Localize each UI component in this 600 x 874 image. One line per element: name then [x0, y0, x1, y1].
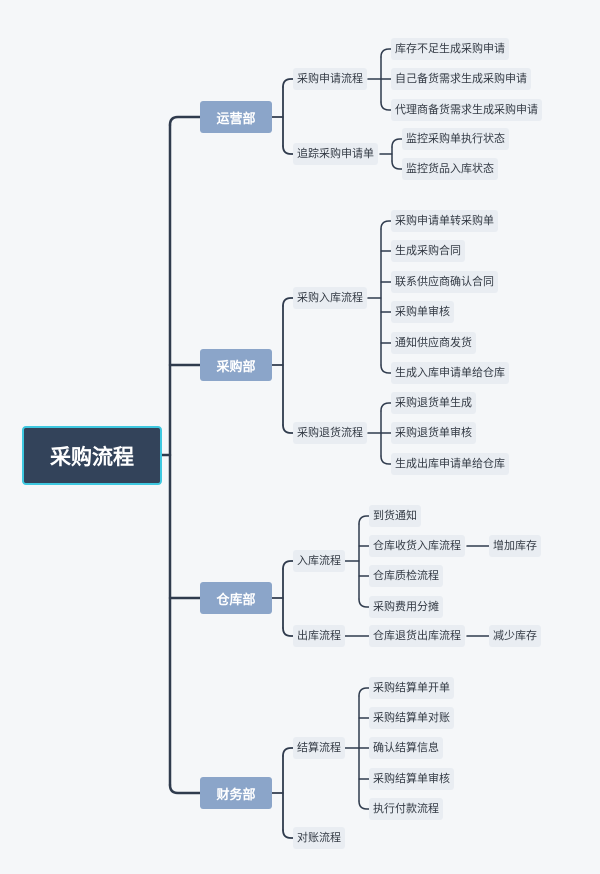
connector-line: [168, 783, 202, 795]
step-node[interactable]: 生成采购合同: [391, 240, 465, 262]
connector-line: [358, 687, 370, 697]
step-node[interactable]: 采购单审核: [391, 301, 454, 323]
step-node[interactable]: 生成出库申请单给仓库: [391, 453, 509, 475]
step-node[interactable]: 仓库收货入库流程: [369, 535, 465, 557]
step-node[interactable]: 采购结算单审核: [369, 768, 454, 790]
connector-line: [168, 115, 202, 127]
step-node[interactable]: 采购结算单对账: [369, 707, 454, 729]
process-purchase-request[interactable]: 采购申请流程: [293, 68, 367, 90]
step-node[interactable]: 执行付款流程: [369, 798, 443, 820]
connector-line: [391, 138, 403, 148]
process-reconciliation[interactable]: 对账流程: [293, 827, 345, 849]
connector-line: [282, 560, 294, 570]
connector-line: [380, 455, 392, 465]
step-node[interactable]: 通知供应商发货: [391, 332, 476, 354]
connector-line: [282, 424, 294, 434]
connector-line: [282, 747, 294, 757]
step-node[interactable]: 仓库退货出库流程: [369, 625, 465, 647]
step-node[interactable]: 确认结算信息: [369, 737, 443, 759]
connector-line: [282, 78, 294, 88]
step-node[interactable]: 采购退货单审核: [391, 422, 476, 444]
root-node[interactable]: 采购流程: [22, 426, 162, 485]
process-purchase-return[interactable]: 采购退货流程: [293, 422, 367, 444]
step-node[interactable]: 监控货品入库状态: [402, 158, 498, 180]
connector-line: [380, 101, 392, 111]
connector-line: [380, 48, 392, 58]
step-node[interactable]: 采购退货单生成: [391, 392, 476, 414]
step-node[interactable]: 采购结算单开单: [369, 677, 454, 699]
connector-line: [282, 627, 294, 637]
connector-line: [358, 515, 370, 525]
connector-line: [358, 800, 370, 810]
step-node[interactable]: 联系供应商确认合同: [391, 271, 498, 293]
step-node[interactable]: 生成入库申请单给仓库: [391, 362, 509, 384]
connector-line: [391, 160, 403, 170]
step-node[interactable]: 监控采购单执行状态: [402, 128, 509, 150]
connector-line: [358, 598, 370, 608]
connector-line: [282, 297, 294, 307]
step-node[interactable]: 自己备货需求生成采购申请: [391, 68, 531, 90]
connector-line: [282, 145, 294, 155]
step-node[interactable]: 采购申请单转采购单: [391, 210, 498, 232]
connector-line: [282, 829, 294, 839]
step-node[interactable]: 库存不足生成采购申请: [391, 38, 509, 60]
connector-line: [380, 402, 392, 412]
process-outbound[interactable]: 出库流程: [293, 625, 345, 647]
dept-purchasing[interactable]: 采购部: [200, 349, 272, 381]
process-inbound[interactable]: 入库流程: [293, 550, 345, 572]
connector-line: [380, 220, 392, 230]
process-purchase-inbound[interactable]: 采购入库流程: [293, 287, 367, 309]
outbound-result-node[interactable]: 减少库存: [489, 625, 541, 647]
step-node[interactable]: 采购费用分摊: [369, 596, 443, 618]
step-node[interactable]: 代理商备货需求生成采购申请: [391, 99, 542, 121]
step-node[interactable]: 仓库质检流程: [369, 565, 443, 587]
process-track-request[interactable]: 追踪采购申请单: [293, 143, 378, 165]
step-node[interactable]: 到货通知: [369, 505, 421, 527]
dept-warehouse[interactable]: 仓库部: [200, 582, 272, 614]
inbound-result-node[interactable]: 增加库存: [489, 535, 541, 557]
dept-operations[interactable]: 运营部: [200, 101, 272, 133]
process-settlement[interactable]: 结算流程: [293, 737, 345, 759]
connector-line: [380, 364, 392, 374]
dept-finance[interactable]: 财务部: [200, 777, 272, 809]
